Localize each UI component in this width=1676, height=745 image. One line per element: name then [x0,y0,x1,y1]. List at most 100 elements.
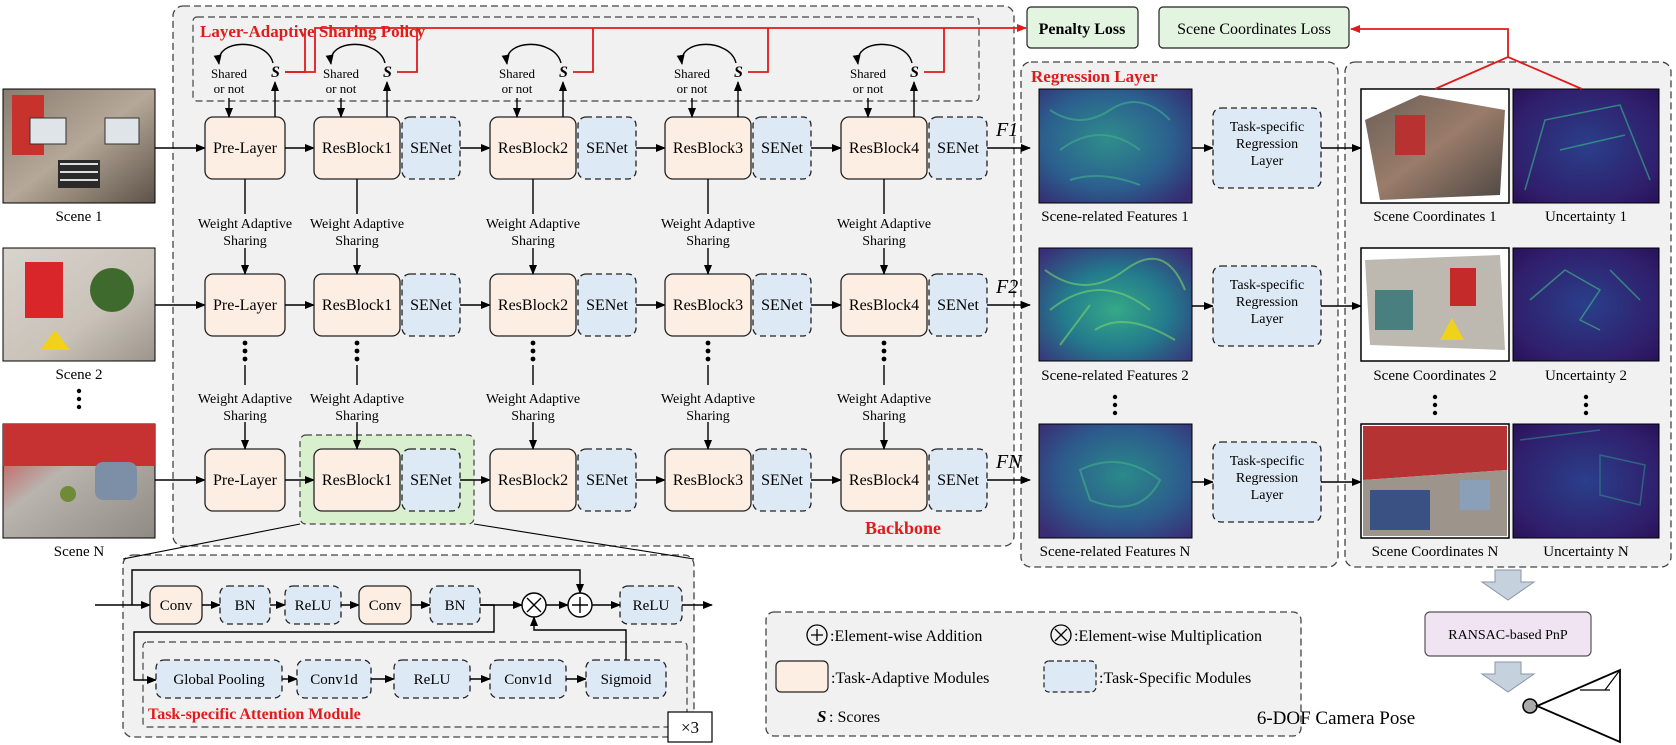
uncertainty-caption-2: Uncertainty 2 [1545,368,1627,384]
feature-symbol-row1: F2 [995,276,1018,298]
uncertainty-map-2 [1512,247,1660,362]
score-symbol-1: S [383,64,392,81]
senet-2-row1 [577,273,637,337]
senet-3-row2-label: SENet [761,472,803,489]
feature-caption-1: Scene-related Features 1 [1041,209,1188,225]
scene-coord-image-1 [1360,88,1510,204]
scene-image-3 [2,423,156,539]
coord-caption-1: Scene Coordinates 1 [1373,209,1496,225]
senet-2-row0-label: SENet [586,140,628,157]
stage-2-row1-label: ResBlock2 [498,297,568,314]
score-arc-0 [213,43,274,65]
legend-add: :Element-wise Addition [830,628,982,645]
stage-1-row0-label: ResBlock1 [322,140,392,157]
score-symbol-4: S [910,64,919,81]
attention-4-label: Sigmoid [601,672,652,688]
scene-coord-loss-label: Scene Coordinates Loss [1177,21,1331,38]
legend-adaptive: :Task-Adaptive Modules [831,670,989,687]
senet-3-row0-label: SENet [761,140,803,157]
scene-coord-image-2 [1360,247,1510,362]
mul-symbol-icon [1050,624,1072,646]
senet-3-row0 [752,116,812,180]
senet-2-row0 [577,116,637,180]
penalty-link-1 [397,28,418,73]
uncertainty-caption-1: Uncertainty 1 [1545,209,1627,225]
uncertainty-caption-n: Uncertainty N [1543,544,1629,560]
score-symbol-0: S [271,64,280,81]
share-label-a-1-line-1: Sharing [335,234,379,249]
feature-map-n [1038,423,1193,539]
penalty-loss-box [1026,6,1139,49]
senet-1-row2-label: SENet [410,472,452,489]
attention-module-panel [142,641,688,728]
detail-final-relu-label: ReLU [633,598,670,614]
scene-coord-image-n [1360,423,1510,539]
coord-loss-line [1351,29,1583,90]
detail-branch [133,604,495,684]
score-arc-4 [852,43,913,65]
stage-3-row0-label: ResBlock3 [673,140,743,157]
legend-adaptive-swatch [775,660,829,693]
senet-4-row2 [928,448,988,512]
stage-1-row1-label: ResBlock1 [322,297,392,314]
share-label-a-4-line-0: Weight Adaptive [837,217,931,232]
senet-3-row2 [752,448,812,512]
camera-icon [1522,668,1621,744]
sigmoid-to-mul [530,616,627,660]
shared-or-not-1-line-1: or not [326,81,357,96]
stage-4-row1-label: ResBlock4 [849,297,919,314]
penalty-loss-label: Penalty Loss [1039,21,1126,38]
regression-head-label-2-line-2: Layer [1251,488,1284,503]
share-label-b-2-line-0: Weight Adaptive [486,392,580,407]
stage-ellipsis-1 [354,340,360,362]
pnp-label: RANSAC-based PnP [1448,628,1568,643]
senet-2-row2 [577,448,637,512]
share-label-a-1-line-0: Weight Adaptive [310,217,404,232]
regression-head-label-0-line-1: Regression [1236,137,1298,152]
stage-4-row2-label: ResBlock4 [849,472,919,489]
scene-label-1: Scene 1 [55,209,102,225]
legend-scores: : Scores [829,709,880,726]
senet-1-row0 [401,116,461,180]
detail-top-4 [429,585,481,625]
detail-skip [131,569,584,605]
score-arc-1 [325,43,386,65]
add-symbol-icon [806,624,828,646]
regression-head-1 [1212,265,1322,347]
share-label-a-2-line-1: Sharing [511,234,555,249]
regression-head-0 [1212,107,1322,189]
shared-or-not-2-line-0: Shared [499,66,536,81]
attention-2-label: ReLU [414,672,451,688]
senet-1-row2 [401,448,461,512]
score-symbol-2: S [559,64,568,81]
share-label-a-4-line-1: Sharing [862,234,906,249]
regression-head-label-0-line-0: Task-specific [1230,120,1304,135]
pnp-box [1424,611,1592,657]
stage-ellipsis-2 [530,340,536,362]
stage-2-row0-label: ResBlock2 [498,140,568,157]
stage-4-row0-label: ResBlock4 [849,140,919,157]
share-label-b-3-line-0: Weight Adaptive [661,392,755,407]
penalty-link-3 [748,28,769,73]
feature-symbol-row2: FN [995,451,1023,473]
repeat-label: ×3 [681,718,699,737]
legend-specific: :Task-Specific Modules [1099,670,1251,687]
senet-3-row1-label: SENet [761,297,803,314]
senet-2-row1-label: SENet [586,297,628,314]
detail-mul-cross [526,597,542,613]
pose-label: 6-DOF Camera Pose [1257,708,1415,729]
share-label-b-3-line-1: Sharing [686,409,730,424]
stage-ellipsis-4 [881,340,887,362]
stage-0-row0-label: Pre-Layer [213,140,278,157]
stage-0-row1-label: Pre-Layer [213,297,278,314]
score-arc-2 [501,43,562,65]
senet-1-row1 [401,273,461,337]
regression-title: Regression Layer [1031,67,1158,86]
zoom-line-right [473,523,695,560]
detail-top-2-label: ReLU [295,598,332,614]
feature-caption-n: Scene-related Features N [1040,544,1191,560]
coord-caption-n: Scene Coordinates N [1372,544,1499,560]
regression-head-label-0-line-2: Layer [1251,154,1284,169]
